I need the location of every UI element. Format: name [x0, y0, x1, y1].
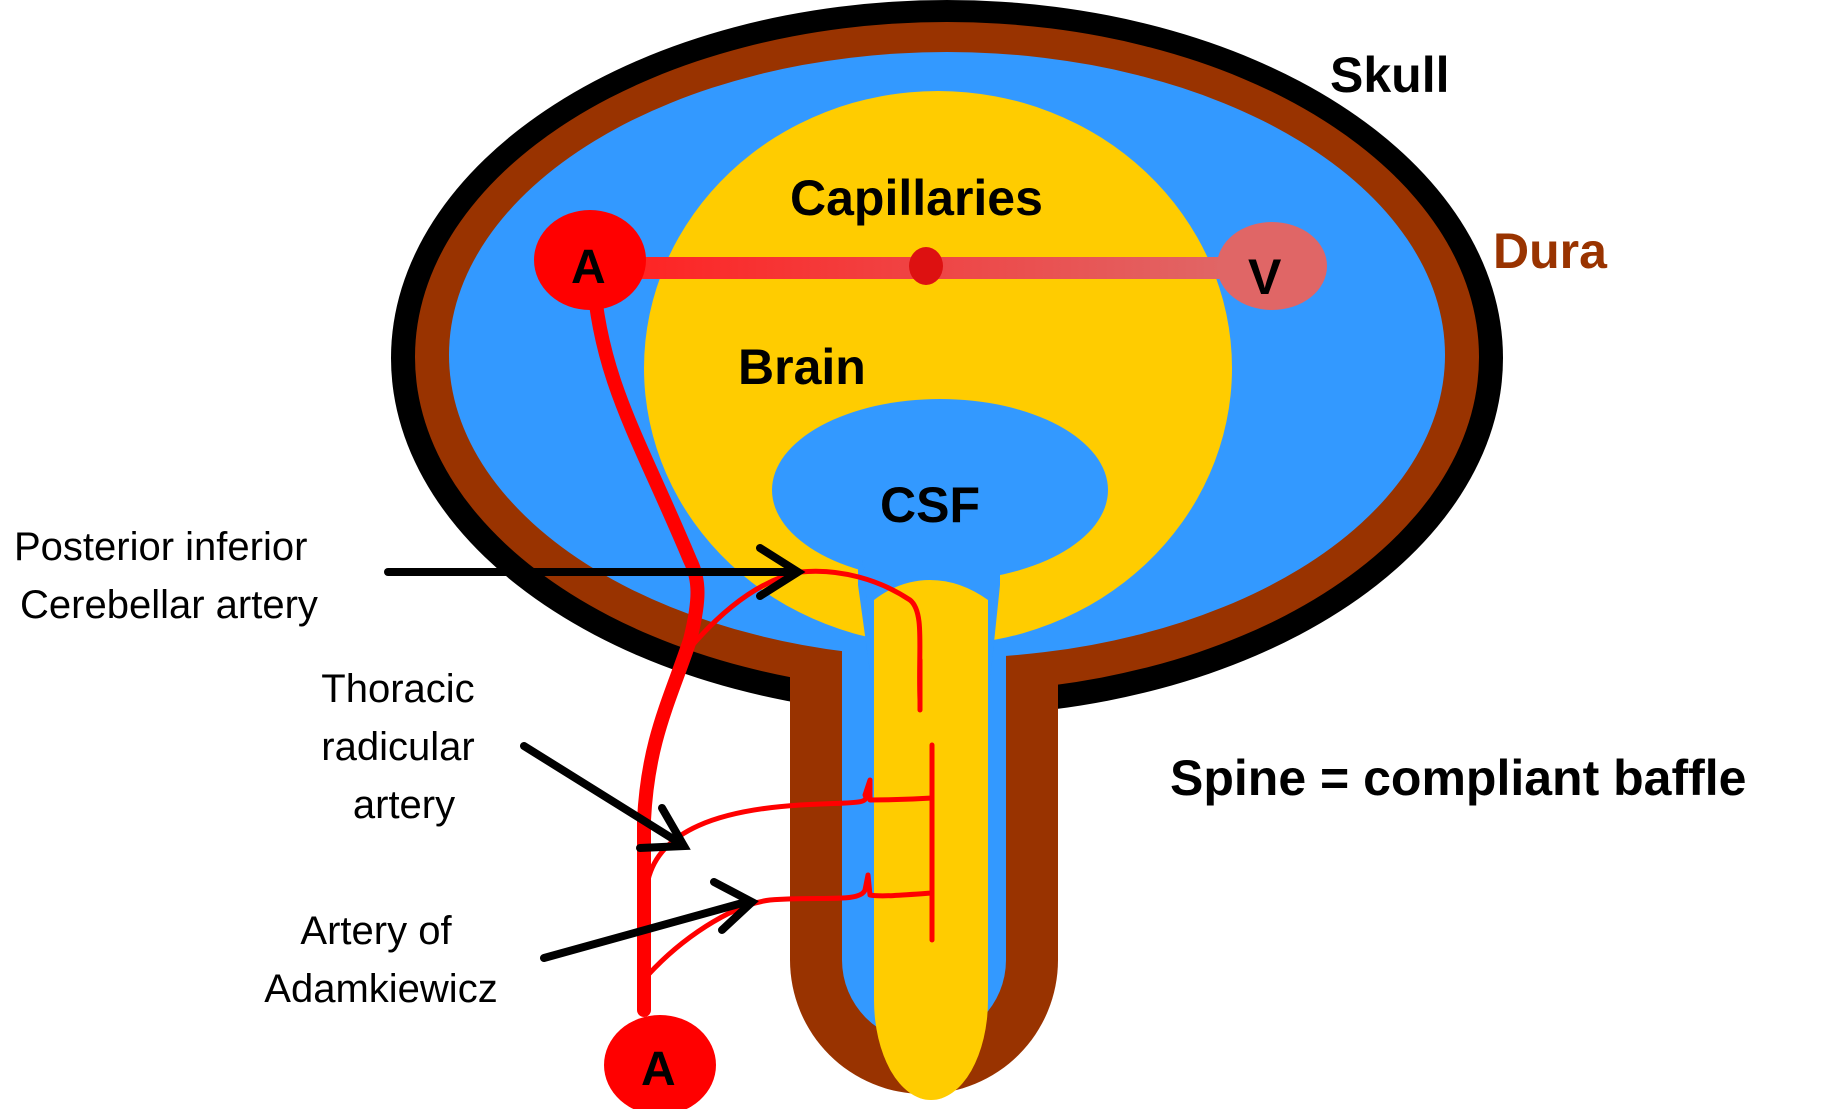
- pica-label-line1: Posterior inferior: [14, 525, 307, 569]
- csf-label: CSF: [880, 477, 980, 533]
- dura-label: Dura: [1493, 223, 1608, 279]
- capillaries-label: Capillaries: [790, 170, 1043, 226]
- adamkiewicz-label-line1: Artery of: [300, 909, 452, 953]
- vein-label: V: [1248, 249, 1282, 305]
- adamkiewicz-label-line2: Adamkiewicz: [264, 967, 497, 1011]
- skull-label: Skull: [1330, 47, 1449, 103]
- thoracic-radicular-arrow: [524, 746, 684, 848]
- pica-label-line2: Cerebellar artery: [20, 583, 318, 627]
- brain-label: Brain: [738, 339, 866, 395]
- artery-label-bottom: A: [641, 1043, 676, 1096]
- thoracic-label-line2: radicular: [321, 725, 474, 769]
- artery-label-top: A: [571, 241, 606, 294]
- thoracic-label-line3: artery: [353, 783, 455, 827]
- spine-caption: Spine = compliant baffle: [1170, 750, 1747, 806]
- thoracic-label-line1: Thoracic: [321, 667, 474, 711]
